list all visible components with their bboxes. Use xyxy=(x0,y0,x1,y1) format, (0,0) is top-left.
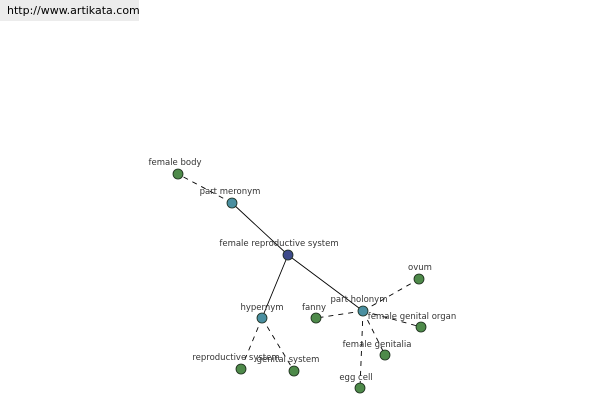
edge-female-reproductive-system-to-part-holonym xyxy=(287,254,364,312)
node-egg-cell[interactable] xyxy=(354,382,366,394)
edges-layer xyxy=(177,173,422,389)
label-female-body: female body xyxy=(148,158,201,168)
edge-part-holonym-to-fanny xyxy=(315,310,364,319)
edge-part-holonym-to-ovum xyxy=(362,278,420,312)
node-part-meronym[interactable] xyxy=(226,197,238,209)
edge-part-holonym-to-female-genital-organ xyxy=(362,310,422,328)
edge-part-holonym-to-egg-cell xyxy=(359,310,364,389)
edge-part-holonym-to-female-genitalia xyxy=(362,310,386,356)
node-hypernym[interactable] xyxy=(256,312,268,324)
label-egg-cell: egg cell xyxy=(339,373,372,383)
nodes-layer xyxy=(172,168,427,394)
node-reproductive-system[interactable] xyxy=(235,363,247,375)
node-female-reproductive-system[interactable] xyxy=(282,249,294,261)
label-reproductive-system: reproductive system xyxy=(192,353,279,363)
label-genital-system: genital system xyxy=(257,355,320,365)
site-link[interactable]: http://www.artikata.com xyxy=(7,4,140,17)
label-fanny: fanny xyxy=(302,303,326,313)
node-fanny[interactable] xyxy=(310,312,322,324)
label-hypernym: hypernym xyxy=(240,303,283,313)
label-ovum: ovum xyxy=(408,263,432,273)
node-female-genital-organ[interactable] xyxy=(415,321,427,333)
label-part-holonym: part holonym xyxy=(331,295,388,305)
edge-hypernym-to-genital-system xyxy=(261,317,295,372)
labels-layer: female reproductive system part meronym hy… xyxy=(148,158,456,383)
label-female-reproductive-system: female reproductive system xyxy=(219,239,338,249)
label-part-meronym: part meronym xyxy=(200,187,261,197)
node-female-genitalia[interactable] xyxy=(379,349,391,361)
node-ovum[interactable] xyxy=(413,273,425,285)
label-female-genitalia: female genitalia xyxy=(343,340,412,350)
label-female-genital-organ: female genital organ xyxy=(368,312,457,322)
node-part-holonym[interactable] xyxy=(357,305,369,317)
node-female-body[interactable] xyxy=(172,168,184,180)
edge-female-reproductive-system-to-part-meronym xyxy=(231,202,289,256)
url-bar: http://www.artikata.com xyxy=(0,0,140,21)
edge-part-meronym-to-female-body xyxy=(177,173,233,204)
edge-female-reproductive-system-to-hypernym xyxy=(261,254,289,319)
node-genital-system[interactable] xyxy=(288,365,300,377)
